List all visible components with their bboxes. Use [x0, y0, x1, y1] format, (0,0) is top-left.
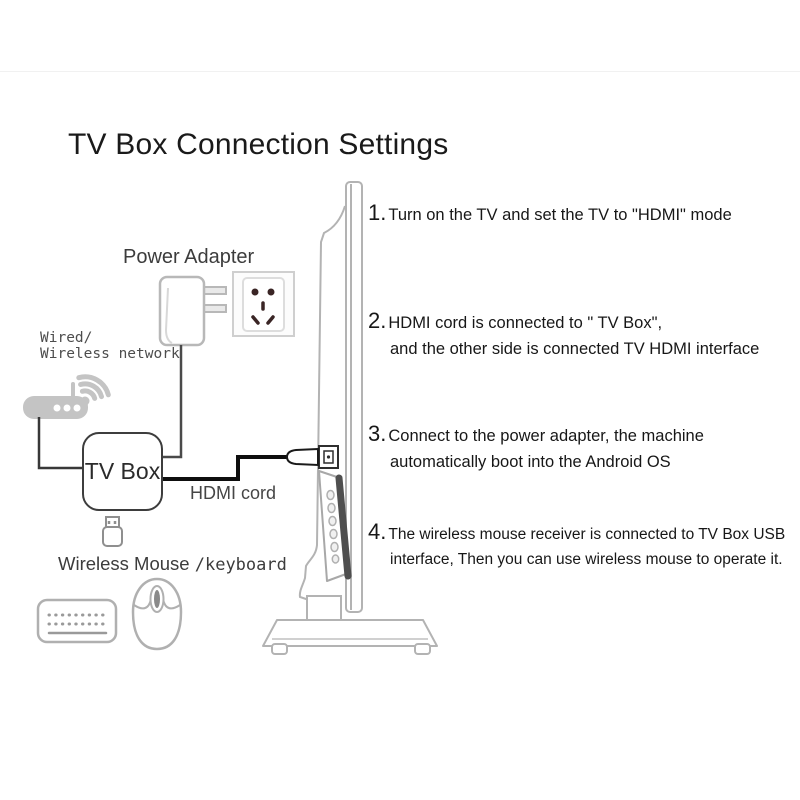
- network-label: Wired/ Wireless network: [40, 330, 180, 362]
- power-adapter-label: Power Adapter: [123, 246, 255, 268]
- hdmi-cord-label: HDMI cord: [190, 483, 277, 503]
- network-label-line2: Wireless network: [40, 346, 180, 362]
- router-icon: [23, 374, 111, 419]
- hdmi-cord-line: [162, 455, 288, 481]
- step-text: Connect to the power adapter, the machin…: [388, 427, 704, 445]
- mouse-icon: [131, 577, 183, 651]
- step-text: and the other side is connected TV HDMI …: [390, 340, 760, 358]
- step-text: automatically boot into the Android OS: [390, 453, 671, 471]
- keyboard-icon: [36, 598, 118, 644]
- wireless-mouse-keyboard-label: Wireless Mouse /keyboard: [58, 553, 287, 575]
- step-text: The wireless mouse receiver is connected…: [388, 526, 786, 543]
- router-cable-line: [37, 417, 83, 470]
- step-number: 3.: [368, 421, 387, 446]
- instruction-step-2: 2. HDMI cord is connected to " TV Box", …: [368, 308, 759, 362]
- instruction-step-3: 3. Connect to the power adapter, the mac…: [368, 421, 704, 475]
- background-seam: [0, 71, 800, 72]
- tv-box-label: TV Box: [84, 458, 161, 484]
- tv-stand: [262, 595, 438, 655]
- hdmi-port-icon: [318, 445, 339, 469]
- keyboard-label-part: /keyboard: [194, 555, 287, 575]
- step-number: 2.: [368, 308, 387, 333]
- tv-side-profile: [298, 181, 363, 613]
- network-label-line1: Wired/: [40, 330, 93, 346]
- adapter-cable-line: [162, 345, 183, 459]
- page-title: TV Box Connection Settings: [68, 128, 449, 161]
- hdmi-plug-icon: [285, 447, 319, 467]
- wall-socket-icon: [232, 271, 295, 337]
- step-text: HDMI cord is connected to " TV Box",: [388, 314, 663, 332]
- tv-box-outline: [82, 432, 163, 511]
- wifi-signal-icon: [76, 374, 111, 406]
- wireless-mouse-label-part: Wireless Mouse: [58, 553, 195, 574]
- usb-dongle-icon: [102, 516, 123, 547]
- instruction-step-1: 1. Turn on the TV and set the TV to "HDM…: [368, 200, 732, 228]
- step-number: 4.: [368, 519, 387, 544]
- step-text: Turn on the TV and set the TV to "HDMI" …: [388, 206, 732, 224]
- power-adapter-icon: [158, 275, 227, 347]
- step-text: interface, Then you can use wireless mou…: [390, 551, 783, 568]
- step-number: 1.: [368, 200, 387, 225]
- instruction-step-4: 4. The wireless mouse receiver is connec…: [368, 519, 785, 572]
